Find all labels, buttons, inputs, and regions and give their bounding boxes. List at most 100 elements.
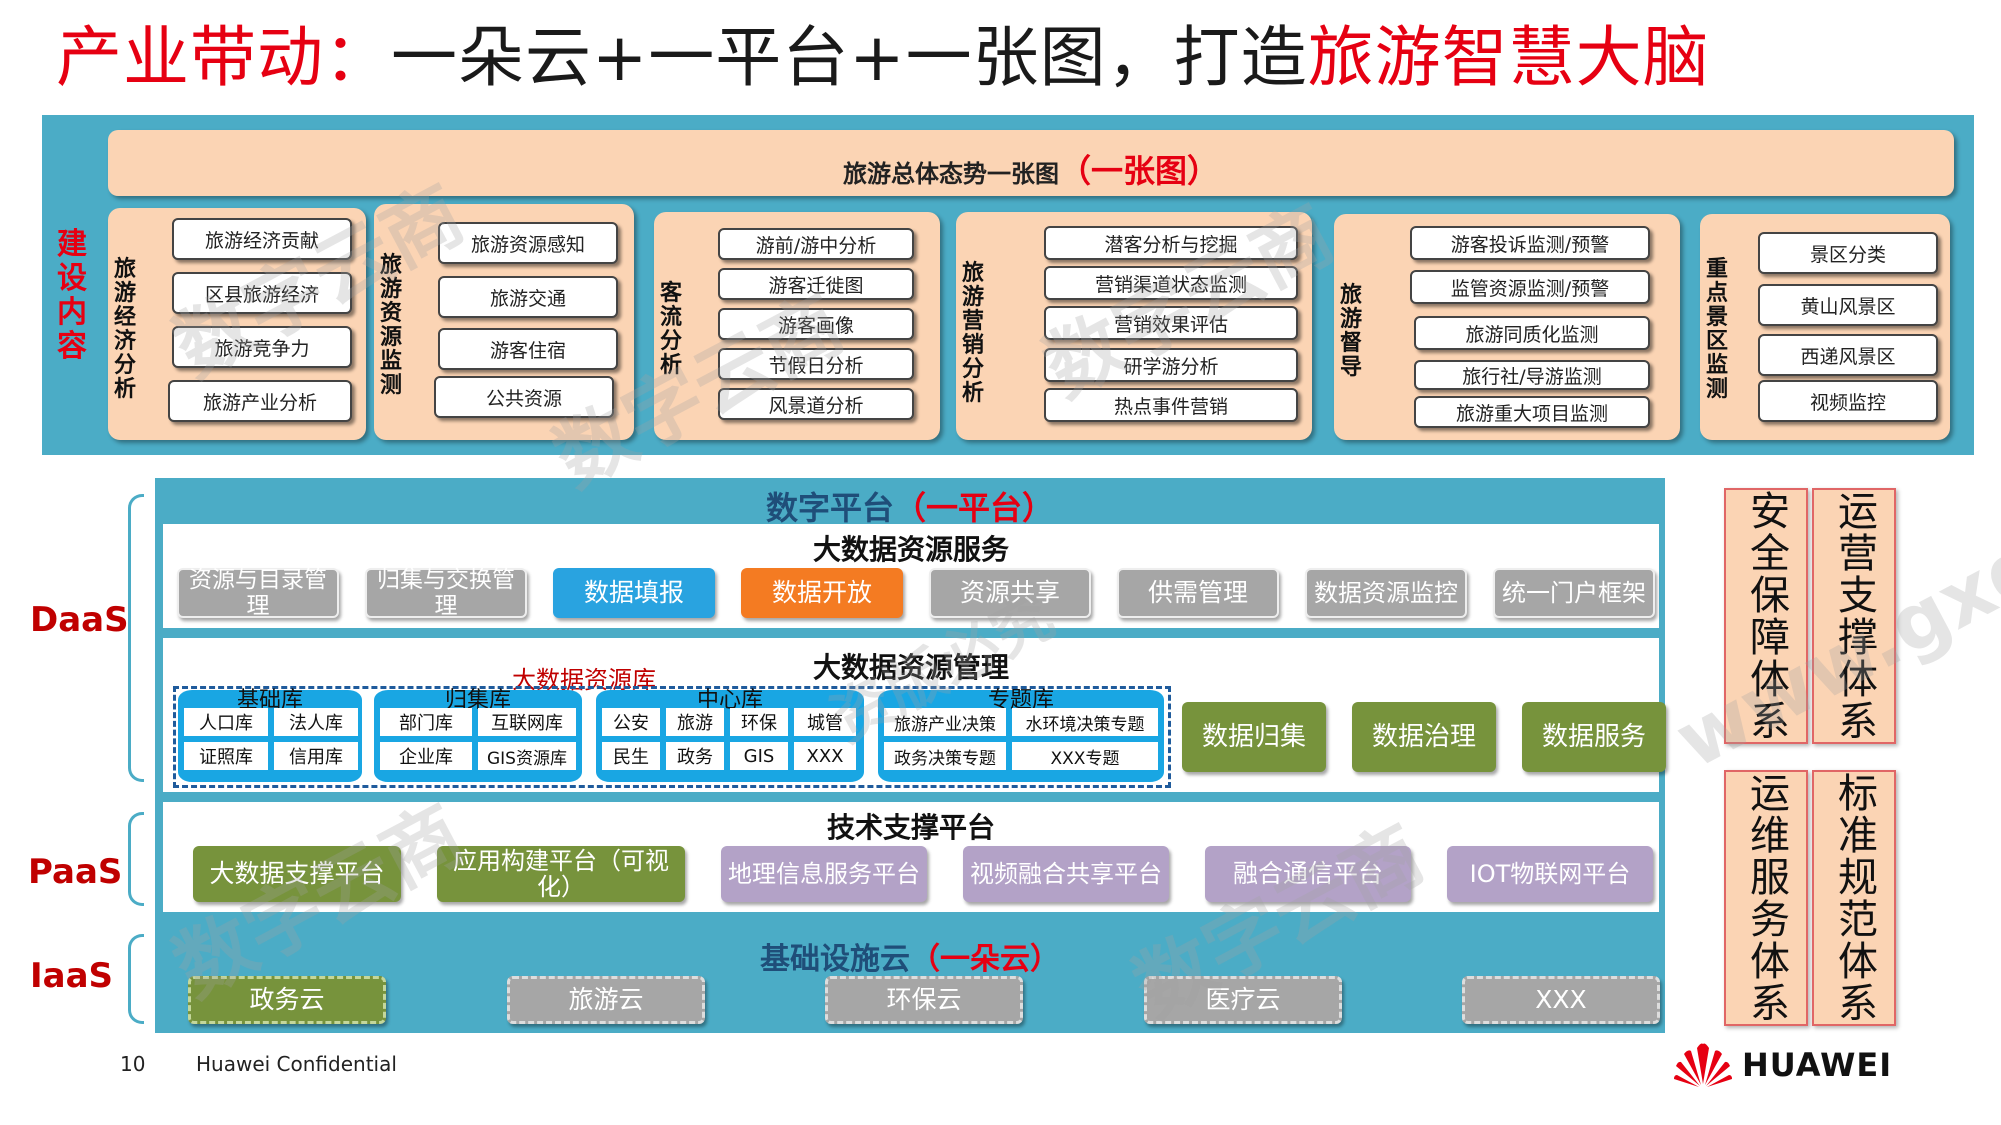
group-economy: 旅游经济分析 旅游经济贡献 区县旅游经济 旅游竞争力 旅游产业分析 [108, 208, 366, 440]
svc-supply-demand[interactable]: 供需管理 [1117, 568, 1279, 618]
platform-label: 数字平台 [765, 489, 894, 527]
cloud-tourism[interactable]: 旅游云 [507, 976, 705, 1024]
tech-bigdata-platform[interactable]: 大数据支撑平台 [193, 846, 401, 902]
cell-livelihood[interactable]: 民生 [602, 742, 660, 770]
cell-industry-decision[interactable]: 旅游产业决策 [884, 708, 1006, 736]
action-data-service[interactable]: 数据服务 [1522, 702, 1666, 772]
item-resource-sensing[interactable]: 旅游资源感知 [438, 222, 618, 264]
cell-government[interactable]: 政务 [666, 742, 724, 770]
item-industry-analysis[interactable]: 旅游产业分析 [168, 380, 352, 422]
item-study-tour[interactable]: 研学游分析 [1044, 348, 1298, 382]
cell-urban-mgmt[interactable]: 城管 [794, 708, 856, 736]
system-security: 安全保障体系 [1724, 488, 1808, 744]
cell-credit[interactable]: 信用库 [274, 742, 358, 770]
cell-water-decision[interactable]: 水环境决策专题 [1012, 708, 1158, 736]
item-video-monitor[interactable]: 视频监控 [1758, 380, 1938, 422]
tech-video-platform[interactable]: 视频融合共享平台 [963, 846, 1169, 902]
item-competitiveness[interactable]: 旅游竞争力 [172, 326, 352, 368]
system-standards: 标准规范体系 [1812, 770, 1896, 1026]
cell-gis[interactable]: GIS [730, 742, 788, 770]
group-passenger-flow-label: 客流分析 [659, 281, 682, 378]
group-scenic-monitor-label: 重点景区监测 [1705, 257, 1728, 402]
cell-police[interactable]: 公安 [602, 708, 660, 736]
paas-brace [128, 812, 144, 906]
build-content-label: 建设内容 [57, 227, 87, 364]
page-title: 产业带动：一朵云+一平台+一张图，打造旅游智慧大脑 [56, 18, 1710, 98]
tech-iot-platform[interactable]: IOT物联网平台 [1447, 846, 1653, 902]
svc-collect-exchange[interactable]: 归集与交换管理 [365, 567, 527, 619]
cell-enterprise[interactable]: 企业库 [380, 742, 472, 770]
group-supervision: 旅游督导 游客投诉监测/预警 监管资源监测/预警 旅游同质化监测 旅行社/导游监… [1334, 214, 1680, 440]
lib-basic: 基础库 人口库 法人库 证照库 信用库 [178, 688, 362, 782]
cell-internet[interactable]: 互联网库 [478, 708, 576, 736]
item-huangshan[interactable]: 黄山风景区 [1758, 284, 1938, 326]
cell-tourism[interactable]: 旅游 [666, 708, 724, 736]
bigdata-service-title: 大数据资源服务 [812, 533, 1009, 566]
cloud-environment[interactable]: 环保云 [825, 976, 1023, 1024]
infra-label: 基础设施云 [760, 942, 910, 977]
group-scenic-monitor: 重点景区监测 景区分类 黄山风景区 西递风景区 视频监控 [1700, 214, 1950, 440]
item-xidi[interactable]: 西递风景区 [1758, 334, 1938, 376]
item-potential-customer[interactable]: 潜客分析与挖掘 [1044, 226, 1298, 260]
cell-license[interactable]: 证照库 [184, 742, 268, 770]
system-maintenance-label: 运维服务体系 [1743, 772, 1789, 1024]
svc-resource-monitor[interactable]: 数据资源监控 [1305, 568, 1467, 618]
item-hot-event[interactable]: 热点事件营销 [1044, 388, 1298, 422]
item-agency-guide-monitor[interactable]: 旅行社/导游监测 [1414, 360, 1650, 390]
action-data-collect[interactable]: 数据归集 [1182, 702, 1326, 772]
item-complaint-monitor[interactable]: 游客投诉监测/预警 [1410, 226, 1650, 260]
tech-gis-platform[interactable]: 地理信息服务平台 [721, 846, 927, 902]
cell-department[interactable]: 部门库 [380, 708, 472, 736]
lib-center: 中心库 公安 旅游 环保 城管 民生 政务 GIS XXX [596, 688, 864, 782]
item-economy-contribution[interactable]: 旅游经济贡献 [172, 218, 352, 260]
overview-band: 旅游总体态势一张图（一张图） [108, 130, 1954, 196]
item-scenic-category[interactable]: 景区分类 [1758, 232, 1938, 274]
cloud-xxx[interactable]: XXX [1462, 976, 1660, 1024]
system-security-label: 安全保障体系 [1743, 490, 1789, 742]
group-supervision-label: 旅游督导 [1339, 283, 1362, 380]
cell-xxx-topic[interactable]: XXX专题 [1012, 742, 1158, 770]
platform-title: 数字平台（一平台） [155, 483, 1665, 529]
item-lodging[interactable]: 游客住宿 [438, 328, 618, 370]
layer-paas: PaaS [28, 852, 123, 892]
platform-tag: （一平台） [894, 489, 1055, 527]
item-migration-map[interactable]: 游客迁徙图 [718, 268, 914, 300]
item-tourist-portrait[interactable]: 游客画像 [718, 308, 914, 340]
page-number: 10 [120, 1052, 146, 1076]
overview-tag: （一张图） [1058, 152, 1219, 190]
item-scenic-road[interactable]: 风景道分析 [718, 388, 914, 420]
action-data-governance[interactable]: 数据治理 [1352, 702, 1496, 772]
item-traffic[interactable]: 旅游交通 [438, 276, 618, 318]
item-effect-evaluation[interactable]: 营销效果评估 [1044, 306, 1298, 340]
tech-comm-platform[interactable]: 融合通信平台 [1205, 846, 1411, 902]
item-county-economy[interactable]: 区县旅游经济 [172, 272, 352, 314]
system-operation-support: 运营支撑体系 [1812, 488, 1896, 744]
cloud-medical[interactable]: 医疗云 [1144, 976, 1342, 1024]
layer-daas: DaaS [30, 600, 129, 640]
svc-portal-framework[interactable]: 统一门户框架 [1493, 568, 1655, 618]
huawei-logo-icon [1672, 1038, 1734, 1088]
item-before-during-trip[interactable]: 游前/游中分析 [718, 228, 914, 260]
tech-app-build-platform[interactable]: 应用构建平台（可视化） [437, 846, 685, 902]
item-homogeneity-monitor[interactable]: 旅游同质化监测 [1414, 316, 1650, 350]
svc-data-fill[interactable]: 数据填报 [553, 568, 715, 618]
svc-data-open[interactable]: 数据开放 [741, 568, 903, 618]
infra-tag: （一朵云） [910, 942, 1060, 977]
cell-legal-person[interactable]: 法人库 [274, 708, 358, 736]
svc-resource-catalog[interactable]: 资源与目录管理 [177, 567, 339, 619]
cell-population[interactable]: 人口库 [184, 708, 268, 736]
cell-gov-decision[interactable]: 政务决策专题 [884, 742, 1006, 770]
cell-gis-resource[interactable]: GIS资源库 [478, 742, 576, 770]
cell-xxx-center[interactable]: XXX [794, 742, 856, 770]
system-standards-label: 标准规范体系 [1831, 772, 1877, 1024]
cell-environment[interactable]: 环保 [730, 708, 788, 736]
item-holiday-analysis[interactable]: 节假日分析 [718, 348, 914, 380]
svc-resource-share[interactable]: 资源共享 [929, 568, 1091, 618]
bigdata-manage-title: 大数据资源管理 [812, 651, 1009, 684]
item-regulatory-monitor[interactable]: 监管资源监测/预警 [1410, 270, 1650, 304]
item-channel-monitor[interactable]: 营销渠道状态监测 [1044, 266, 1298, 300]
group-passenger-flow: 客流分析 游前/游中分析 游客迁徙图 游客画像 节假日分析 风景道分析 [654, 212, 940, 440]
item-major-project-monitor[interactable]: 旅游重大项目监测 [1414, 396, 1650, 428]
cloud-government[interactable]: 政务云 [188, 976, 386, 1024]
item-public-resource[interactable]: 公共资源 [434, 376, 614, 418]
